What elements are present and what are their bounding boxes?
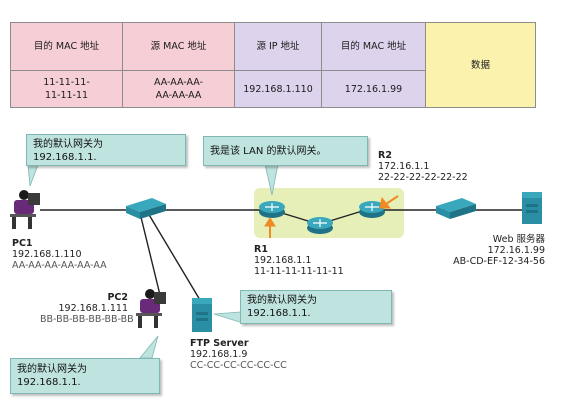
link-switch-pc2 <box>139 212 161 296</box>
pc2-label: PC2 192.168.1.111 BB-BB-BB-BB-BB-BB <box>40 292 134 325</box>
web-server-label: Web 服务器 172.16.1.99 AB-CD-EF-12-34-56 <box>453 234 545 267</box>
value-src-ip: 192.168.1.110 <box>234 70 322 108</box>
header-src-ip: 源 IP 地址 <box>234 22 322 71</box>
pc2-gateway-bubble: 我的默认网关为 192.168.1.1. <box>10 358 160 394</box>
value-dest-ip: 172.16.1.99 <box>321 70 426 108</box>
r2-label: R2 172.16.1.1 22-22-22-22-22-22 <box>378 150 468 183</box>
r1-gateway-bubble: 我是该 LAN 的默认网关。 <box>203 136 368 166</box>
router-middle-icon <box>307 217 333 234</box>
switch1-icon <box>126 198 166 219</box>
header-data: 数据 <box>425 22 536 108</box>
switch2-icon <box>436 198 476 219</box>
pc1-gateway-bubble: 我的默认网关为 192.168.1.1. <box>26 134 186 166</box>
ftp-gateway-bubble: 我的默认网关为 192.168.1.1. <box>240 290 392 324</box>
ftp-label: FTP Server 192.168.1.9 CC-CC-CC-CC-CC-CC <box>190 338 287 371</box>
header-dest-mac: 目的 MAC 地址 <box>10 22 123 71</box>
router-r2-icon <box>359 201 385 218</box>
pc2-bubble-tail <box>139 335 159 359</box>
ftp-server-icon <box>192 298 212 332</box>
link-switch-ftp <box>147 212 201 301</box>
r2-arrow <box>379 195 399 209</box>
r1-label: R1 192.168.1.1 11-11-11-11-11-11 <box>254 244 344 277</box>
pc1-bubble-tail <box>27 164 39 187</box>
router-r1-icon <box>259 201 285 218</box>
value-src-mac: AA-AA-AA- AA-AA-AA <box>122 70 235 108</box>
header-dest-ip: 目的 MAC 地址 <box>321 22 426 71</box>
frame-table: 目的 MAC 地址 源 MAC 地址 源 IP 地址 目的 MAC 地址 数据 … <box>10 22 536 108</box>
value-dest-mac: 11-11-11- 11-11-11 <box>10 70 123 108</box>
web-server-icon <box>522 192 542 224</box>
r1-arrow <box>264 217 276 238</box>
pc2-user-icon <box>136 289 166 328</box>
pc1-label: PC1 192.168.1.110 AA-AA-AA-AA-AA-AA <box>12 238 107 271</box>
pc1-user-icon <box>10 190 40 229</box>
gateway-highlight <box>254 188 404 238</box>
